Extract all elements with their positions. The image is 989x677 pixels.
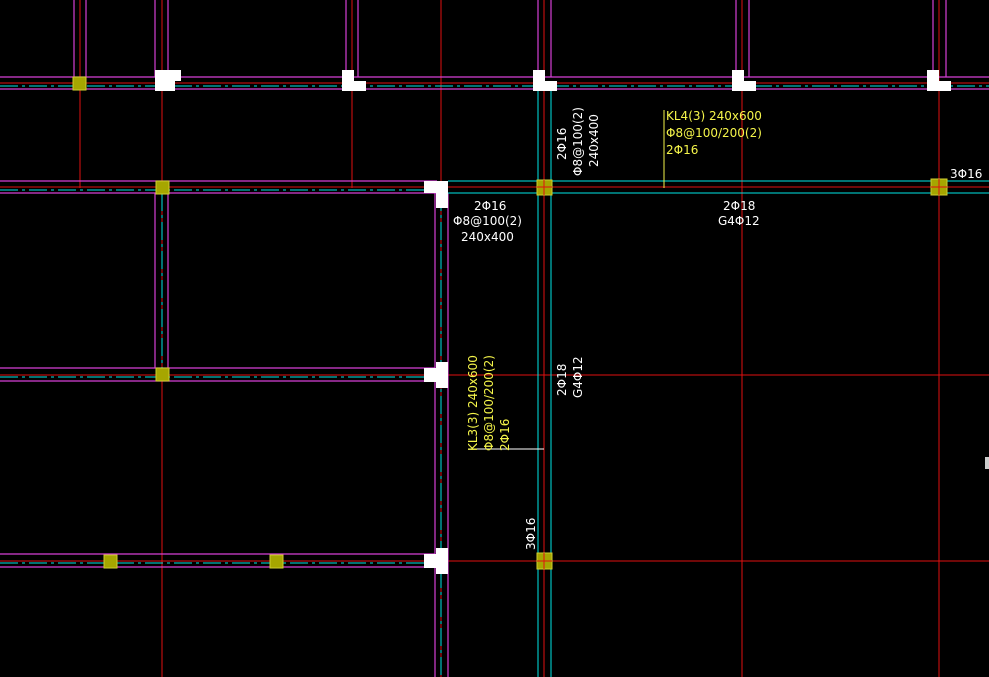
column-square-icon [72, 76, 87, 91]
vert-stirrup-label: Φ8@100(2) [571, 107, 585, 176]
beam-b-bottom-label: 2Φ18 [723, 199, 755, 213]
kl4-stirrup-label: Φ8@100/200(2) [666, 126, 762, 140]
scrollbar-marker-icon[interactable] [985, 457, 989, 469]
t-columns [155, 70, 951, 574]
t-column-icon [732, 70, 756, 91]
vert-top-label: 2Φ16 [555, 128, 569, 160]
t-column-icon [424, 181, 448, 208]
column-square-icon [155, 180, 170, 195]
t-column-icon [927, 70, 951, 91]
kl4-top-label: 2Φ16 [666, 143, 698, 157]
kl3-stirrup-label: Φ8@100/200(2) [482, 355, 496, 451]
kl3-name-label: KL3(3) 240x600 [466, 355, 480, 451]
right-corner-label: 3Φ16 [950, 167, 982, 181]
t-column-icon [424, 548, 448, 574]
t-column-icon [533, 70, 557, 91]
t-column-icon [155, 70, 181, 91]
vert-bottom-label: 2Φ18 [555, 364, 569, 396]
lower-corner-label: 3Φ16 [524, 518, 538, 550]
t-column-icon [342, 70, 366, 91]
beam-a-stirrup-label: Φ8@100(2) [453, 214, 522, 228]
beam-a-top-label: 2Φ16 [474, 199, 506, 213]
beam-b-side-label: G4Φ12 [718, 214, 760, 228]
square-columns [72, 76, 948, 570]
vert-side-label: G4Φ12 [571, 356, 585, 398]
kl3-top-label: 2Φ16 [498, 419, 512, 451]
beam-a-size-label: 240x400 [461, 230, 514, 244]
vert-size-label: 240x400 [587, 114, 601, 167]
column-square-icon [103, 554, 118, 569]
column-square-icon [155, 367, 170, 382]
column-crosshairs [537, 179, 947, 569]
column-square-icon [269, 554, 284, 569]
t-column-icon [424, 362, 448, 388]
kl4-name-label: KL4(3) 240x600 [666, 109, 762, 123]
leader-lines [468, 110, 665, 450]
